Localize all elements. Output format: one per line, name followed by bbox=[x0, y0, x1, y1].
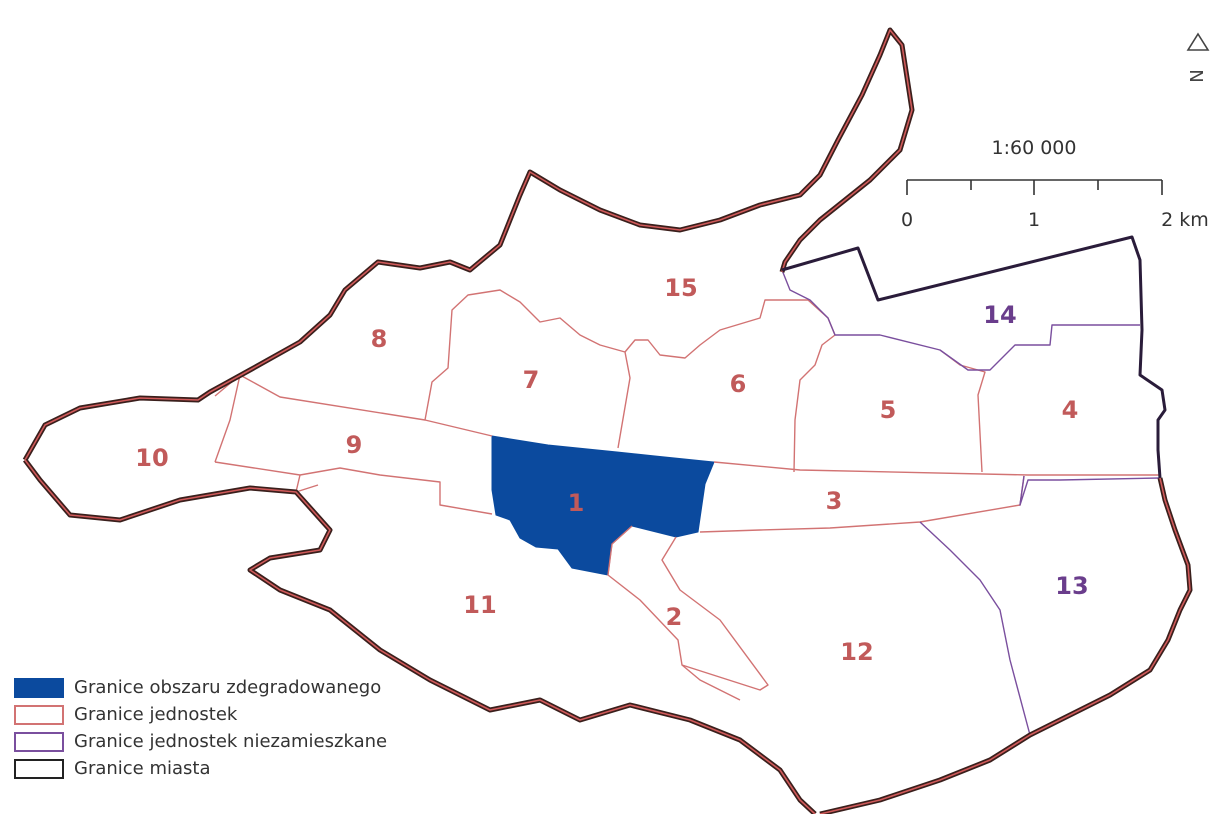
unit-label-9: 9 bbox=[346, 431, 363, 459]
unit-label-7: 7 bbox=[523, 366, 540, 394]
north-arrow-label: N bbox=[1187, 69, 1208, 82]
unit-label-6: 6 bbox=[730, 370, 747, 398]
unit-labels: 1 2 3 4 5 6 7 8 9 10 11 12 13 14 15 bbox=[135, 274, 1088, 666]
unit-label-5: 5 bbox=[880, 396, 897, 424]
unit-label-8: 8 bbox=[371, 325, 388, 353]
legend: Granice obszaru zdegradowanego Granice j… bbox=[14, 674, 387, 782]
unit-label-1: 1 bbox=[568, 489, 585, 517]
legend-swatch-degraded bbox=[14, 677, 64, 698]
unit-label-15: 15 bbox=[664, 274, 697, 302]
unit-label-11: 11 bbox=[463, 591, 496, 619]
unit-label-12: 12 bbox=[840, 638, 873, 666]
unit-label-2: 2 bbox=[666, 603, 683, 631]
unit-label-10: 10 bbox=[135, 444, 168, 472]
uninhabited-unit-boundaries bbox=[781, 269, 1161, 736]
legend-label-uninhabited-units: Granice jednostek niezamieszkane bbox=[74, 731, 388, 752]
scale-bar: 1:60 000 0 1 2 km bbox=[901, 137, 1209, 231]
legend-label-units: Granice jednostek bbox=[74, 704, 238, 725]
legend-swatch-city bbox=[14, 758, 64, 779]
degraded-area-unit-1 bbox=[491, 435, 715, 576]
unit-label-3: 3 bbox=[826, 487, 843, 515]
north-arrow-icon bbox=[1186, 32, 1210, 51]
city-boundary bbox=[22, 27, 1193, 814]
scale-tick-0: 0 bbox=[901, 209, 913, 231]
legend-item-uninhabited-units: Granice jednostek niezamieszkane bbox=[14, 728, 387, 755]
unit-label-4: 4 bbox=[1062, 396, 1079, 424]
unit-label-14: 14 bbox=[983, 301, 1016, 329]
legend-swatch-uninhabited-units bbox=[14, 731, 64, 752]
north-arrow: N bbox=[1186, 32, 1210, 83]
scale-tick-2: 2 km bbox=[1161, 209, 1209, 231]
unit-label-13: 13 bbox=[1055, 572, 1088, 600]
legend-item-units: Granice jednostek bbox=[14, 701, 387, 728]
legend-label-degraded: Granice obszaru zdegradowanego bbox=[74, 677, 382, 698]
legend-item-degraded: Granice obszaru zdegradowanego bbox=[14, 674, 387, 701]
scale-tick-1: 1 bbox=[1028, 209, 1040, 231]
legend-item-city: Granice miasta bbox=[14, 755, 387, 782]
unit-boundaries bbox=[214, 289, 1160, 701]
legend-swatch-units bbox=[14, 704, 64, 725]
legend-label-city: Granice miasta bbox=[74, 758, 211, 779]
scale-ratio: 1:60 000 bbox=[992, 137, 1077, 159]
